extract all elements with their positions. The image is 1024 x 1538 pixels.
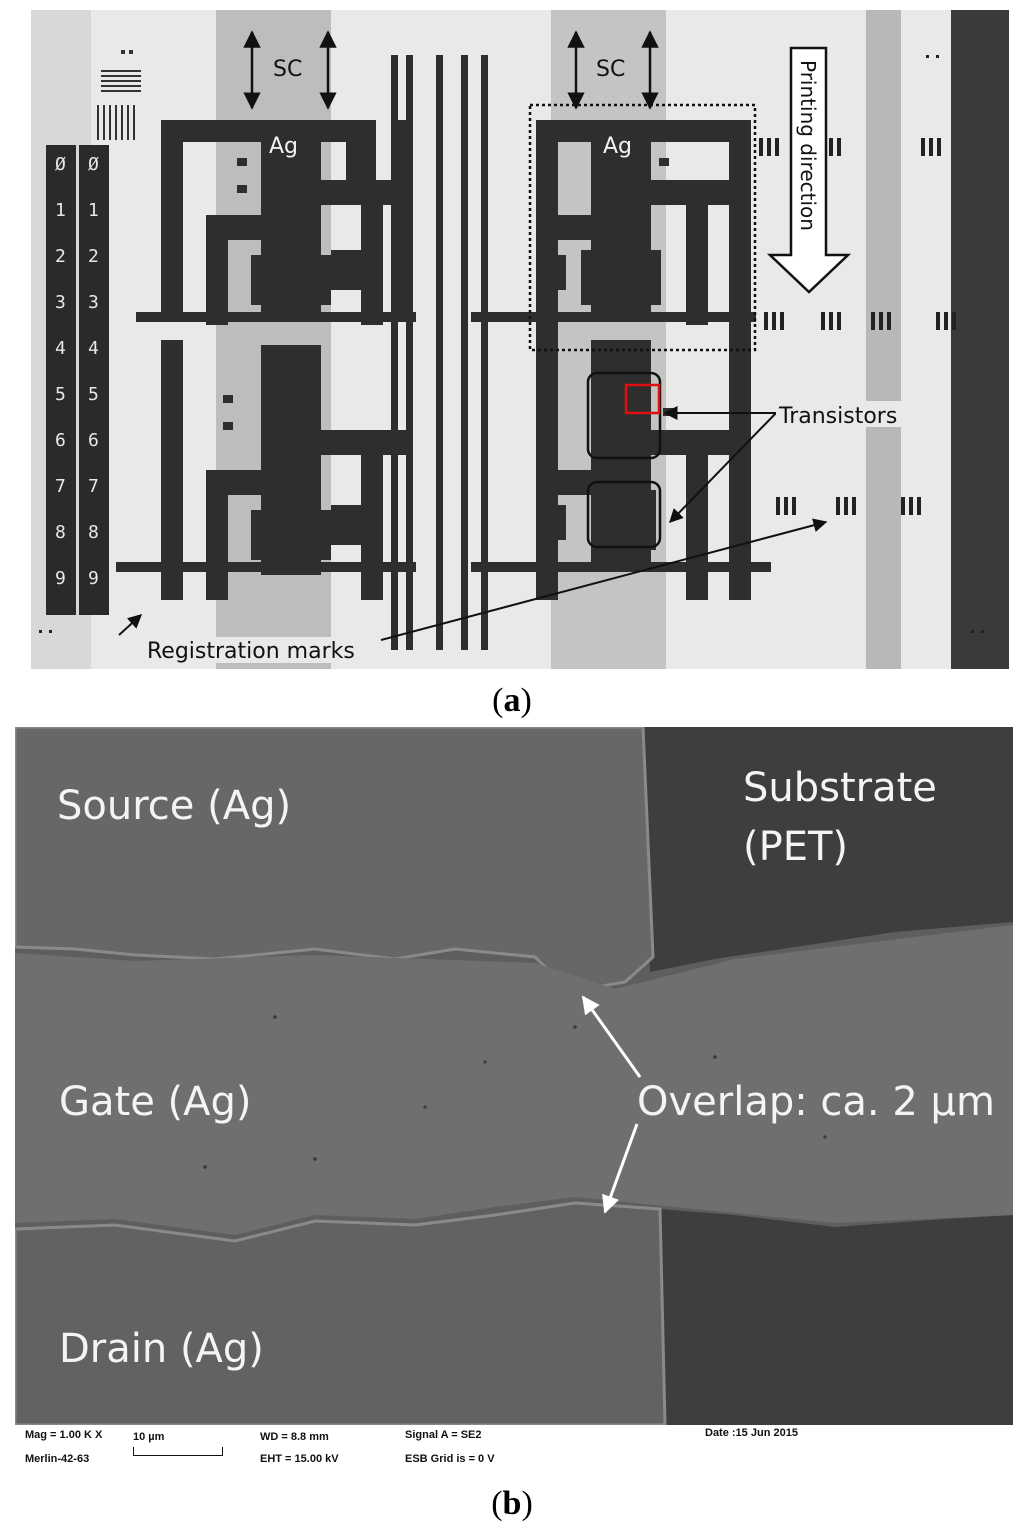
scale-digit: 6 [88,430,99,451]
scale-digit: 7 [55,476,66,497]
transistor-box-1 [586,371,662,460]
caption-a: (a) [492,682,532,719]
substrate-region-bottom [660,1209,1013,1425]
scale-digit: 7 [88,476,99,497]
registration-marks-label: Registration marks [147,639,355,664]
scale-digit: Ø [88,154,99,175]
substrate-label-line2: (PET) [743,824,848,870]
source-electrode [15,727,655,991]
printing-direction-label: Printing direction [796,60,820,231]
drain-electrode [15,1201,667,1425]
zoom-region-marker [624,383,661,415]
calibration-marks [97,50,141,140]
scale-digit: 5 [88,384,99,405]
sem-date: Date :15 Jun 2015 [705,1427,798,1439]
source-label: Source (Ag) [57,783,291,829]
transistors-label: Transistors [778,404,897,429]
sem-info-bar: Mag = 1.00 K X 10 µm Merlin-42-63 WD = 8… [15,1425,1013,1477]
scale-digit: 9 [88,568,99,589]
scale-digit: 4 [88,338,99,359]
sem-image: Source (Ag) Substrate (PET) Gate (Ag) Ov… [15,727,1013,1425]
surface-particles [203,1015,827,1169]
scale-digit: 8 [55,522,66,543]
overlap-arrows [581,995,642,1214]
sem-scale-label: 10 µm [133,1431,165,1443]
scale-digit: 2 [55,246,66,267]
substrate-region-top [643,727,1013,972]
sc-width-arrows [243,30,659,110]
scale-digit: 2 [88,246,99,267]
dotted-highlight-box [528,103,757,352]
sem-signal: Signal A = SE2 [405,1429,482,1441]
printed-circuit-photo: Ø 1 2 3 4 5 6 7 8 9 Ø 1 2 3 4 5 6 7 8 9 [31,10,1009,669]
ag-label-right: Ag [603,134,632,159]
scale-digit: 8 [88,522,99,543]
scale-digit: 3 [88,292,99,313]
scale-digit: 1 [55,200,66,221]
bus-lines [391,55,488,650]
ag-label-left: Ag [269,134,298,159]
scale-digit: 1 [88,200,99,221]
scale-digit: 6 [55,430,66,451]
drain-label: Drain (Ag) [59,1326,264,1372]
overlap-label: Overlap: ca. 2 µm [637,1079,995,1125]
scale-digit: 5 [55,384,66,405]
sem-magnification: Mag = 1.00 K X [25,1429,103,1441]
sem-eht: EHT = 15.00 kV [260,1453,339,1465]
substrate-label-line1: Substrate [743,765,937,811]
annotation-arrows [118,406,828,641]
scale-digit: 9 [55,568,66,589]
sem-microscope-id: Merlin-42-63 [25,1453,90,1465]
scale-digit: Ø [55,154,66,175]
sem-esb-grid: ESB Grid is = 0 V [405,1453,495,1465]
gate-label: Gate (Ag) [59,1079,251,1125]
gate-electrode [15,925,1013,1235]
transistor-box-2 [586,480,662,549]
sem-working-distance: WD = 8.8 mm [260,1431,329,1443]
scale-digit: 4 [55,338,66,359]
circuit-layout-image: Ø 1 2 3 4 5 6 7 8 9 Ø 1 2 3 4 5 6 7 8 9 [31,10,1009,669]
sem-scale-bar [133,1447,223,1456]
sc-label-left: SC [273,57,302,82]
registration-scale: Ø 1 2 3 4 5 6 7 8 9 Ø 1 2 3 4 5 6 7 8 9 [46,145,109,615]
printing-direction-arrow: Printing direction [766,46,852,294]
alignment-dashes [39,55,984,633]
caption-b: (b) [491,1485,533,1522]
sem-micrograph: Source (Ag) Substrate (PET) Gate (Ag) Ov… [15,727,1013,1477]
sc-label-right: SC [596,57,625,82]
scale-digit: 3 [55,292,66,313]
